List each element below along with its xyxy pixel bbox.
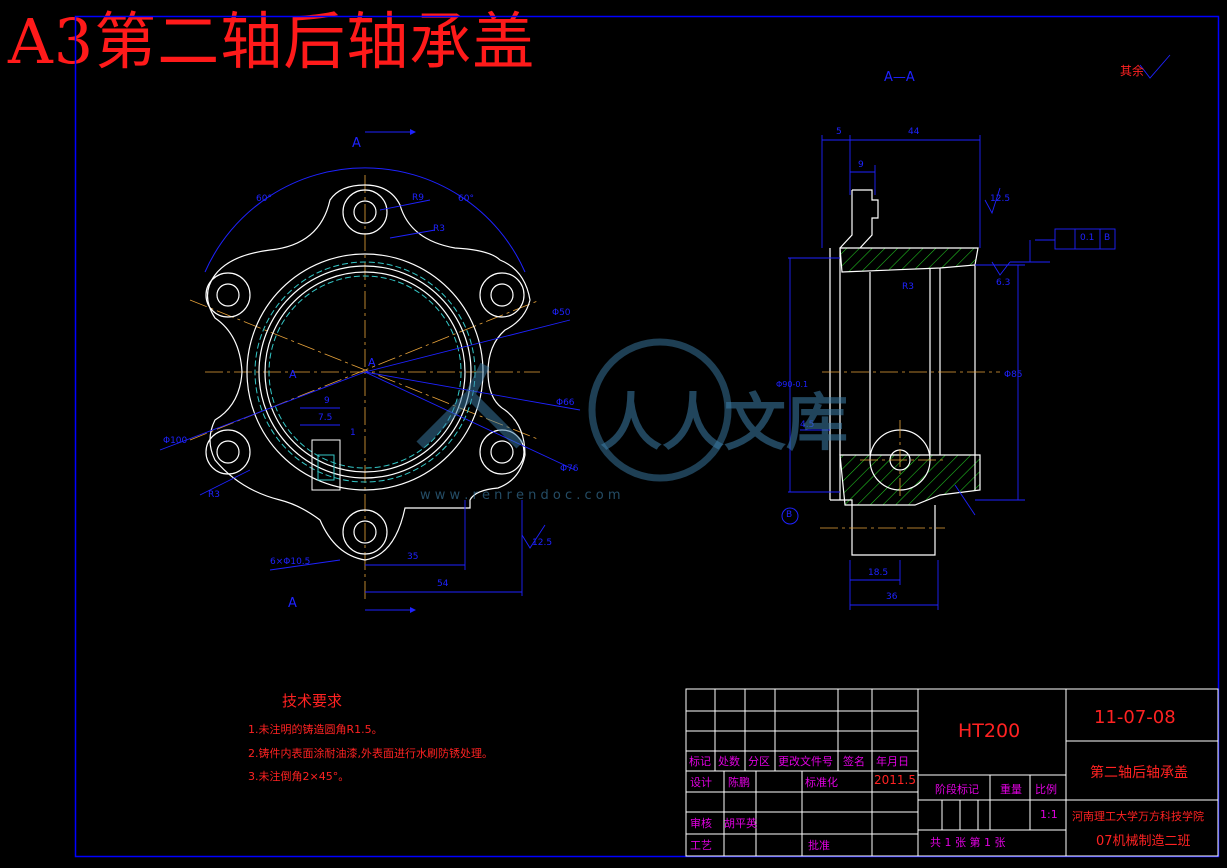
drawing-number: 11-07-08 bbox=[1094, 707, 1176, 728]
reviewer: 胡平英 bbox=[724, 817, 757, 830]
dim-sv-9: 9 bbox=[858, 160, 864, 170]
hdr-3: 更改文件号 bbox=[778, 755, 833, 768]
designer: 陈鹏 bbox=[728, 776, 750, 789]
center-label: A bbox=[368, 356, 376, 369]
dim-dia-76: Φ76 bbox=[560, 464, 579, 474]
dim-sv-44: 44 bbox=[908, 127, 920, 137]
front-view bbox=[159, 129, 581, 613]
dim-sv-18-5: 18.5 bbox=[868, 568, 889, 578]
section-view bbox=[781, 54, 1171, 610]
scale-value: 1:1 bbox=[1040, 808, 1058, 821]
dim-sv-36: 36 bbox=[886, 592, 898, 602]
title-block bbox=[685, 688, 1219, 857]
design-date: 2011.5 bbox=[874, 773, 916, 787]
dim-sv-r3: R3 bbox=[902, 282, 914, 292]
hdr-2: 分区 bbox=[748, 755, 770, 768]
process-label: 工艺 bbox=[690, 839, 712, 852]
dim-sv-dia-85: Φ85 bbox=[1004, 370, 1023, 380]
watermark bbox=[416, 338, 732, 482]
dim-dia-66: Φ66 bbox=[556, 398, 575, 408]
tech-item-2: 2.铸件内表面涂耐油漆,外表面进行水刷防锈处理。 bbox=[248, 747, 493, 760]
roughness-other-label: 其余 bbox=[1120, 64, 1145, 78]
school: 河南理工大学万方科技学院 bbox=[1072, 810, 1204, 823]
roughness-sv-12-5: 12.5 bbox=[990, 194, 1011, 204]
tech-item-3: 3.未注倒角2×45°。 bbox=[248, 770, 350, 783]
dim-sv-4-5: 4.5 bbox=[800, 420, 815, 430]
dim-1: 1 bbox=[350, 428, 356, 438]
hdr-0: 标记 bbox=[689, 755, 711, 768]
approve-label: 批准 bbox=[808, 839, 830, 852]
section-label: A—A bbox=[884, 70, 915, 85]
dim-holes: 6×Φ10.5 bbox=[270, 557, 311, 567]
dim-r-upper: R3 bbox=[433, 224, 445, 234]
dim-r-lower: R3 bbox=[208, 490, 220, 500]
dim-angle-right: 60° bbox=[458, 194, 474, 204]
sheets: 共 1 张 第 1 张 bbox=[930, 836, 1006, 849]
dim-sv-5: 5 bbox=[836, 127, 842, 137]
part-name: 第二轴后轴承盖 bbox=[1090, 765, 1188, 781]
hdr-1: 处数 bbox=[718, 755, 740, 768]
section-marker-bottom: A bbox=[288, 596, 297, 611]
dim-r-top: R9 bbox=[412, 193, 424, 203]
dim-7-5: 7.5 bbox=[318, 413, 333, 423]
stage-label: 阶段标记 bbox=[935, 783, 979, 796]
tech-heading: 技术要求 bbox=[282, 692, 343, 710]
dim-9: 9 bbox=[324, 396, 330, 406]
datum-b-label: B bbox=[786, 510, 793, 520]
tech-item-1: 1.未注明的铸造圆角R1.5。 bbox=[248, 723, 383, 736]
roughness-front: 12.5 bbox=[532, 538, 553, 548]
dim-35: 35 bbox=[407, 552, 419, 562]
gdt-value: 0.1 bbox=[1080, 233, 1095, 243]
dim-54: 54 bbox=[437, 579, 449, 589]
left-label: A bbox=[289, 368, 297, 381]
class-name: 07机械制造二班 bbox=[1096, 834, 1191, 849]
drawing-frame bbox=[74, 15, 1220, 858]
review-label: 审核 bbox=[690, 817, 712, 830]
hdr-4: 签名 bbox=[843, 755, 865, 768]
dim-angle-left: 60° bbox=[256, 194, 272, 204]
section-marker-top: A bbox=[352, 136, 361, 151]
design-label: 设计 bbox=[690, 776, 712, 789]
standardize-label: 标准化 bbox=[805, 776, 838, 789]
watermark-url: w w w . r e n r e n d o c . c o m bbox=[420, 488, 621, 503]
hdr-5: 年月日 bbox=[876, 755, 909, 768]
scale-label: 比例 bbox=[1035, 783, 1057, 796]
material: HT200 bbox=[958, 720, 1021, 742]
watermark-brand: 人人文库 bbox=[600, 386, 849, 459]
dim-dia-outer: Φ50 bbox=[552, 308, 571, 318]
weight-label: 重量 bbox=[1000, 783, 1022, 796]
dim-dia-100: Φ100 bbox=[163, 436, 188, 446]
gdt-datum: B bbox=[1104, 233, 1111, 243]
roughness-sv-6-3: 6.3 bbox=[996, 278, 1011, 288]
dim-sv-dia-90: Φ90-0.1 bbox=[776, 380, 809, 389]
